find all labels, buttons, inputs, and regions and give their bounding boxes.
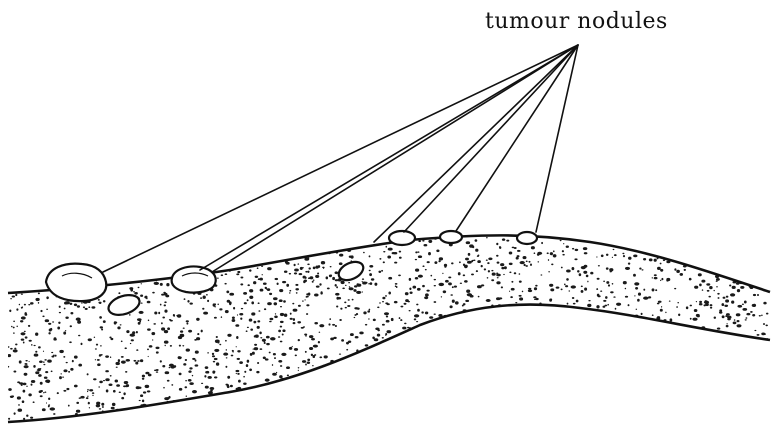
tumour-nodules-label: tumour nodules bbox=[485, 9, 668, 34]
leader-line-6 bbox=[456, 45, 578, 231]
tumour-nodule-1 bbox=[46, 264, 106, 301]
tumour-nodule-2 bbox=[106, 291, 142, 318]
tumour-nodule-7 bbox=[517, 232, 537, 244]
tumour-nodule-5 bbox=[389, 231, 415, 245]
tumour-nodule-6 bbox=[440, 231, 462, 243]
leader-lines bbox=[103, 45, 578, 272]
leader-line-5 bbox=[404, 45, 578, 232]
tumour-nodule-3 bbox=[172, 266, 216, 292]
leader-line-7 bbox=[536, 45, 578, 232]
leader-line-1 bbox=[103, 45, 578, 272]
tissue-upper-surface bbox=[8, 235, 770, 293]
leader-line-4 bbox=[374, 45, 578, 242]
